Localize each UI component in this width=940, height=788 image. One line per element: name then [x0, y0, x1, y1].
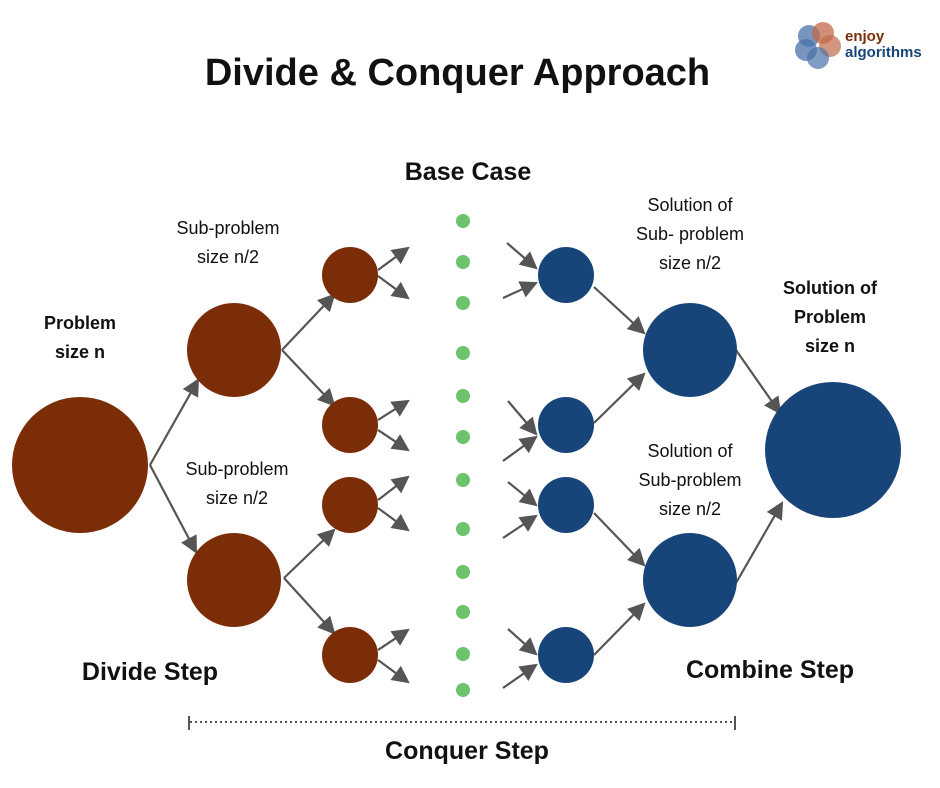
solution-node-3: [538, 477, 594, 533]
solution-node-2: [538, 397, 594, 453]
combine-step-label: Combine Step: [685, 656, 855, 684]
problem-node: [12, 397, 148, 533]
solution-problem-label: Solution of Problem size n: [783, 278, 877, 356]
solution-subproblem-top-label: Solution of Sub- problem size n/2: [635, 195, 745, 273]
base-case-dot: [456, 522, 470, 536]
base-case-dot: [456, 647, 470, 661]
combine-nodes: [538, 247, 901, 683]
base-case-dot: [456, 473, 470, 487]
solution-node-1: [538, 247, 594, 303]
subproblem-top-label: Sub-problem size n/2: [176, 218, 280, 267]
base-case-dot: [456, 683, 470, 697]
subsubproblem-node-3: [322, 477, 378, 533]
subsubproblem-node-4: [322, 627, 378, 683]
base-case-dots: [456, 214, 470, 697]
page-title: Divide & Conquer Approach: [204, 52, 711, 94]
divide-step-label: Divide Step: [81, 658, 219, 686]
base-case-dot: [456, 346, 470, 360]
base-case-dot: [456, 389, 470, 403]
divide-arrows: [149, 246, 410, 684]
solution-subproblem-node-top: [643, 303, 737, 397]
base-case-dot: [456, 565, 470, 579]
solution-subproblem-bottom-label: Solution of Sub-problem size n/2: [638, 441, 742, 519]
logo-text-enjoy: enjoy: [845, 28, 885, 45]
divide-nodes: [12, 247, 378, 683]
conquer-step-bracket: [188, 716, 736, 730]
logo-text-algorithms: algorithms: [845, 44, 922, 61]
logo-mark: [795, 22, 841, 69]
subproblem-bottom-label: Sub-problem size n/2: [185, 459, 289, 508]
base-case-label: Base Case: [404, 158, 532, 186]
subproblem-node-bottom: [187, 533, 281, 627]
conquer-step-label: Conquer Step: [385, 737, 549, 765]
base-case-dot: [456, 214, 470, 228]
base-case-dot: [456, 255, 470, 269]
solution-problem-node: [765, 382, 901, 518]
base-case-dot: [456, 605, 470, 619]
problem-label: Problem size n: [43, 313, 117, 362]
subproblem-node-top: [187, 303, 281, 397]
subsubproblem-node-1: [322, 247, 378, 303]
base-case-dot: [456, 430, 470, 444]
subsubproblem-node-2: [322, 397, 378, 453]
solution-subproblem-node-bottom: [643, 533, 737, 627]
base-case-dot: [456, 296, 470, 310]
solution-node-4: [538, 627, 594, 683]
combine-arrows: [502, 242, 784, 689]
